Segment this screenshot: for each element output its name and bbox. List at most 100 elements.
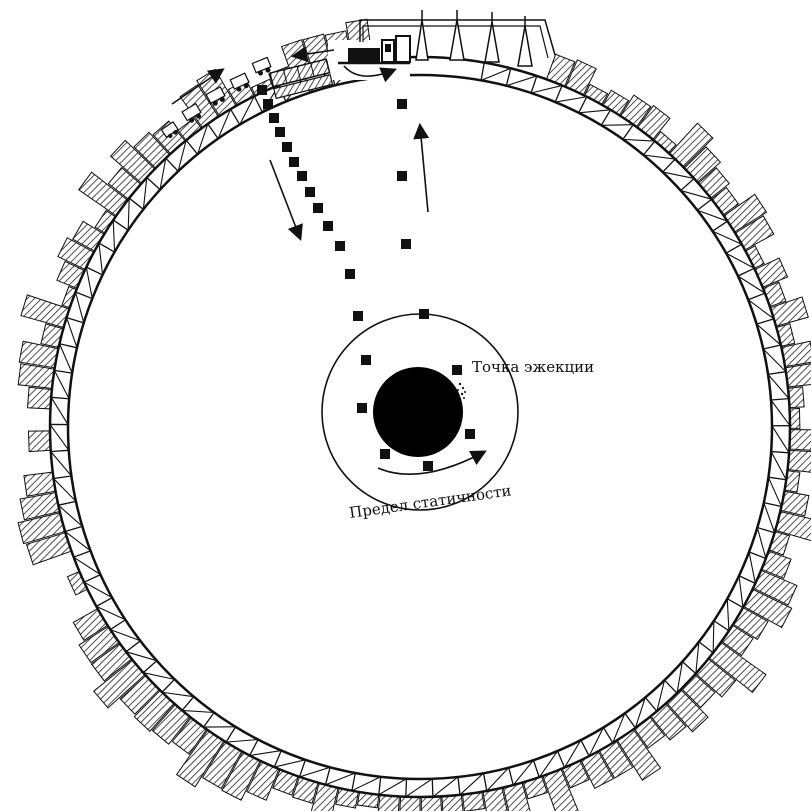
truss-strut [506, 68, 510, 85]
ejection-spray [457, 383, 466, 399]
truss-diagonal [86, 267, 92, 298]
truss-diagonal [226, 740, 258, 743]
truss-strut [74, 551, 91, 557]
truss-diagonal [771, 400, 790, 426]
truss-strut [645, 697, 657, 711]
truss-diagonal [433, 777, 458, 797]
payload-square [452, 365, 462, 375]
truss-strut [727, 599, 743, 608]
payload-square [263, 99, 273, 109]
truss-diagonal [379, 779, 407, 795]
truss-strut [186, 140, 197, 154]
truss-diagonal [50, 424, 69, 450]
truss-strut [51, 397, 69, 398]
payload-square [313, 203, 323, 213]
hatched-building [18, 364, 54, 389]
hatched-building [24, 472, 56, 496]
truss-strut [579, 97, 587, 113]
truss-strut [208, 124, 218, 139]
truss-diagonal [54, 370, 69, 398]
hatched-building [399, 796, 420, 811]
payload-square [335, 241, 345, 251]
truss-strut [96, 598, 112, 607]
truss-strut [110, 620, 125, 630]
truss-strut [623, 125, 633, 140]
truss-diagonal [579, 110, 611, 113]
hatched-building [21, 295, 69, 328]
truss-diagonal [113, 220, 114, 252]
tower [416, 10, 428, 60]
truss-strut [226, 727, 235, 742]
truss-diagonal [768, 477, 781, 506]
truss-strut [764, 503, 782, 507]
truss-strut [352, 773, 355, 791]
truss-strut [54, 476, 72, 479]
truss-strut [763, 345, 781, 349]
truss-strut [681, 178, 694, 190]
truss-diagonal [99, 243, 103, 275]
truss-strut [379, 777, 381, 795]
truss-strut [59, 344, 77, 348]
truss-diagonal [601, 125, 633, 126]
truss-diagonal [531, 85, 562, 93]
truss-strut [739, 576, 755, 584]
truss-strut [162, 679, 175, 692]
truss-strut [300, 760, 306, 777]
truss-diagonal [481, 68, 511, 80]
black-hole [373, 367, 463, 457]
truss-diagonal [772, 426, 789, 453]
hatched-building [789, 430, 811, 452]
truss-strut [603, 727, 612, 742]
truss-strut [771, 399, 789, 400]
payload-square [297, 171, 307, 181]
truss-diagonal [757, 528, 766, 559]
truss-strut [250, 740, 258, 756]
truss-strut [682, 662, 695, 674]
truss-strut [113, 220, 128, 230]
truss-diagonal [749, 552, 755, 583]
truss-diagonal [59, 344, 72, 373]
truss-strut [768, 372, 786, 375]
truss-diagonal [739, 576, 743, 608]
truss-strut [749, 552, 766, 558]
truss-diagonal [274, 760, 305, 767]
truss-strut [748, 293, 765, 300]
static-limit-label: Предел статичности [348, 481, 512, 522]
truss-strut [182, 697, 194, 711]
outbound-arrow [270, 160, 300, 238]
truss-strut [601, 110, 610, 125]
truss-strut [254, 96, 262, 112]
truss-strut [757, 528, 774, 533]
truss-strut [714, 621, 729, 631]
truss-strut [65, 526, 82, 531]
truss-strut [54, 370, 72, 373]
truss-diagonal [51, 397, 68, 424]
truss-diagonal [300, 767, 331, 777]
payload-square [257, 85, 267, 95]
truss-strut [643, 141, 654, 155]
truss-strut [84, 575, 100, 583]
truss-strut [555, 85, 562, 102]
truss-strut [432, 779, 433, 797]
truss-strut [726, 244, 742, 253]
truss-diagonal [67, 318, 77, 348]
truss-strut [129, 198, 143, 209]
payload-square [423, 461, 433, 471]
truss-diagonal [182, 710, 214, 712]
payload-square [357, 403, 367, 413]
payload-square [275, 127, 285, 137]
truss-strut [581, 740, 589, 756]
truss-strut [484, 773, 487, 791]
truss-strut [147, 178, 160, 190]
truss-strut [166, 158, 178, 171]
tower [518, 16, 532, 66]
truss-strut [533, 760, 539, 777]
hatched-building [28, 431, 50, 452]
truss-strut [713, 221, 728, 231]
payload-square [380, 449, 390, 459]
truss-strut [406, 779, 407, 797]
truss-diagonal [352, 777, 381, 791]
truss-strut [458, 777, 460, 795]
truss-strut [757, 319, 774, 324]
payload-square [361, 355, 371, 365]
